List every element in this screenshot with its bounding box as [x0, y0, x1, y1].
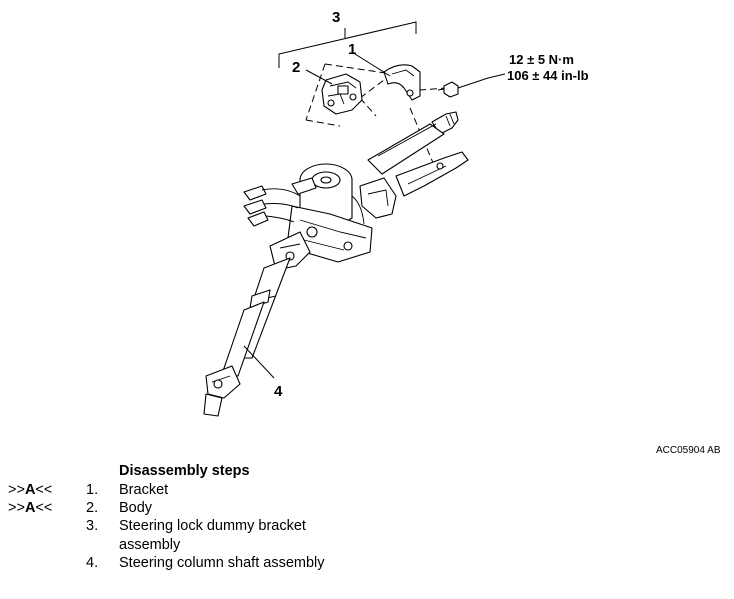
- torque-imperial: 106 ± 44 in-lb: [507, 68, 589, 83]
- step-text: Steering lock dummy bracket assembly: [119, 518, 306, 553]
- bracket-part: [383, 64, 421, 101]
- callout-1-label: 1: [348, 41, 356, 58]
- step-number: 4.: [86, 555, 99, 571]
- callout-4-label: 4: [274, 383, 283, 400]
- callout-3-bracket: [278, 21, 417, 68]
- step-text: Steering column shaft assembly: [119, 555, 325, 571]
- step-number: 1.: [86, 482, 99, 498]
- step-number: 2.: [86, 500, 99, 516]
- lock-body-part: [321, 73, 363, 115]
- service-point-marker: >>A<<: [8, 482, 53, 498]
- disassembly-steps-title: Disassembly steps: [119, 463, 250, 479]
- step-text: Body: [119, 500, 153, 516]
- leader-lines: [243, 53, 506, 379]
- callout-3-label: 3: [332, 9, 340, 26]
- steering-column-exploded-diagram: 3 1 2 4 12 ± 5 N·m 106 ± 44 in-lb ACC059…: [203, 9, 721, 456]
- bolt-part: [437, 81, 459, 98]
- service-point-marker: >>A<<: [8, 500, 53, 516]
- figure-code: ACC05904 AB: [656, 445, 721, 456]
- step-text: Bracket: [119, 482, 169, 498]
- steering-column-part: [203, 111, 469, 417]
- callout-2-label: 2: [292, 59, 300, 76]
- step-number: 3.: [86, 518, 99, 534]
- exploded-guide-lines: [305, 63, 448, 171]
- disassembly-steps: Disassembly steps >>A<< 1. Bracket >>A<<…: [0, 462, 734, 599]
- torque-metric: 12 ± 5 N·m: [509, 52, 574, 67]
